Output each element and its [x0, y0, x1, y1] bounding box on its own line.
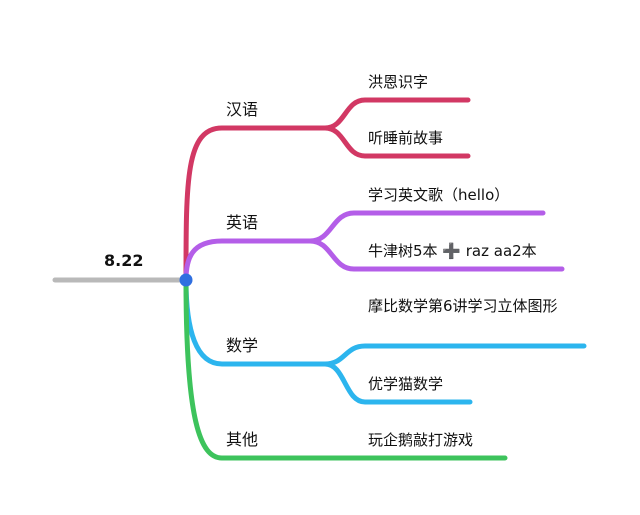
leaf-label-mobi-math[interactable]: 摩比数学第6讲学习立体图形 [368, 297, 558, 315]
branch-connector-english [183, 238, 313, 283]
leaf-connector-mobi-math [322, 343, 587, 367]
leaf-label-english-song[interactable]: 学习英文歌（hello） [368, 186, 510, 204]
root-label[interactable]: 8.22 [104, 251, 144, 270]
leaf-connector-bedtime-story [322, 125, 471, 159]
leaf-label-oxford-tree-raz[interactable]: 牛津树5本 ➕ raz aa2本 [368, 242, 537, 260]
leaf-connector-oxford-tree [307, 238, 565, 272]
leaf-label-penguin-game[interactable]: 玩企鹅敲打游戏 [368, 431, 474, 449]
branch-label-math[interactable]: 数学 [226, 336, 259, 355]
root-node-dot[interactable] [179, 273, 193, 287]
branch-label-chinese[interactable]: 汉语 [226, 100, 259, 119]
leaf-label-hongen-literacy[interactable]: 洪恩识字 [368, 73, 429, 91]
branch-connector-other [183, 277, 508, 461]
leaf-connector-english-song [307, 210, 546, 244]
branch-label-english[interactable]: 英语 [226, 213, 259, 232]
leaf-label-bedtime-story[interactable]: 听睡前故事 [368, 129, 444, 147]
branch-connector-chinese [183, 125, 328, 283]
branch-label-other[interactable]: 其他 [226, 430, 259, 449]
leaf-label-youxuemao-math[interactable]: 优学猫数学 [368, 375, 444, 393]
leaf-connector-hongen [322, 97, 471, 131]
leaf-connector-youxuemao [322, 361, 473, 405]
